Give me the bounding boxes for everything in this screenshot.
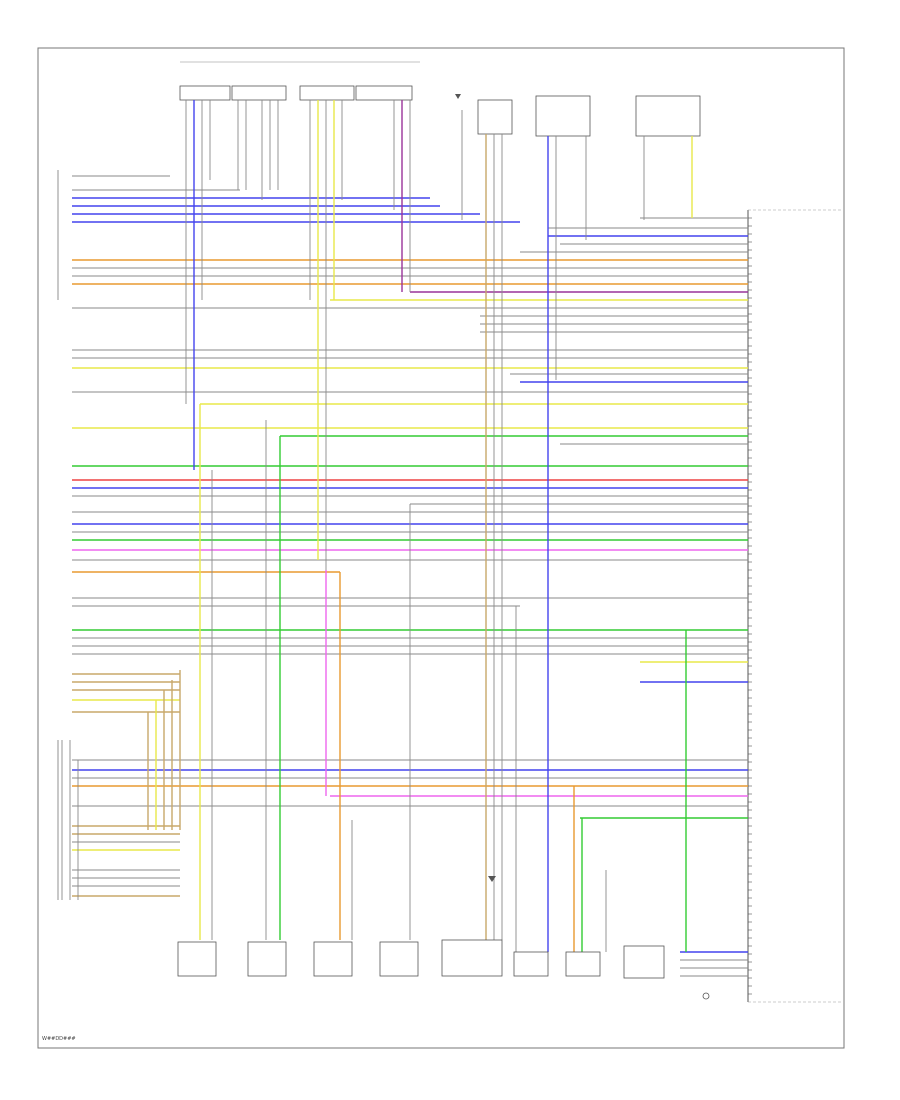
- component-5: [441, 939, 503, 977]
- horizontal-wires: [72, 175, 752, 995]
- ground-icon-top: [455, 94, 461, 99]
- relay-box-top: [477, 99, 513, 135]
- sensor-box-b: [635, 95, 701, 137]
- connector-3: [299, 85, 355, 101]
- vertical-wires: [61, 100, 693, 952]
- component-7: [565, 951, 601, 977]
- component-6: [513, 951, 549, 977]
- top-connector-group: [179, 61, 701, 137]
- component-4: [379, 941, 419, 977]
- connector-2: [231, 85, 287, 101]
- sensor-box-a: [535, 95, 591, 137]
- connector-1: [179, 85, 231, 101]
- diagram-code: W##DD###: [42, 1036, 76, 1042]
- component-3: [313, 941, 353, 977]
- component-1: [177, 941, 217, 977]
- connector-4: [355, 85, 413, 101]
- diagram-frame: [37, 47, 845, 1049]
- ground-icon-mid: [488, 876, 496, 882]
- ground-symbol: [702, 992, 710, 1000]
- component-8: [623, 945, 665, 979]
- component-2: [247, 941, 287, 977]
- control-module-strip: [747, 209, 842, 1003]
- bottom-component-group: [177, 94, 710, 1000]
